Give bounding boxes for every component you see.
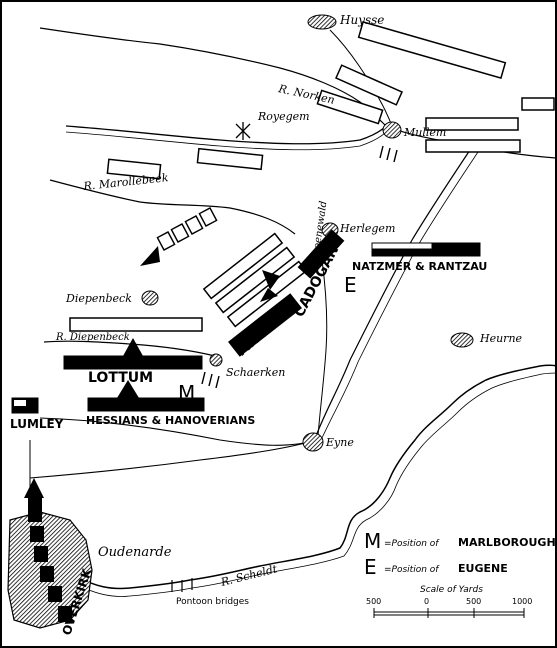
legend-e-letter: E [364, 555, 377, 579]
river-norken [39, 27, 387, 127]
overkirk-column [24, 478, 72, 622]
village-heurne [450, 332, 474, 348]
road-royegem-b [65, 131, 387, 151]
label-oudenarde: Oudenarde [98, 545, 172, 560]
french-retreat-arrow [140, 207, 218, 266]
road-mullem-eyne-b [321, 151, 479, 439]
label-heurne: Heurne [479, 332, 523, 345]
scale-tick-0: 500 [366, 597, 381, 606]
village-diepenbeck [141, 290, 159, 306]
marker-eugene: E [344, 273, 357, 297]
label-mullem: Mullem [403, 126, 446, 139]
legend: M =Position of MARLBOROUGH E =Position o… [364, 529, 556, 579]
scale-tick-3: 1000 [512, 597, 532, 606]
label-lottum: LOTTUM [88, 370, 153, 386]
road-royegem [65, 125, 387, 145]
legend-e-name: EUGENE [458, 562, 508, 575]
label-huysse: Huysse [339, 13, 384, 27]
scale-bar: Scale of Yards 500 0 500 1000 [366, 585, 532, 618]
natzmer-notch [371, 242, 433, 250]
label-lumley: LUMLEY [10, 417, 64, 431]
tree-icon [379, 145, 398, 163]
tree-icon-schaerken [201, 371, 220, 389]
legend-m-name: MARLBOROUGH [458, 536, 556, 549]
village-huysse [307, 14, 337, 30]
french-formations [69, 20, 555, 332]
label-diepenbeck: Diepenbeck [65, 292, 132, 305]
river-marollebeek [49, 179, 296, 235]
marker-marlborough: M [178, 381, 195, 405]
label-river-diepenbeck: R. Diepenbeck [55, 332, 130, 343]
allied-arrows [117, 270, 280, 398]
road-herlegem [317, 259, 328, 437]
label-pontoon: Pontoon bridges [176, 597, 249, 607]
label-royegem: Royegem [257, 110, 310, 123]
label-river-norken: R. Norken [276, 82, 335, 107]
village-schaerken [209, 353, 223, 367]
legend-m-letter: M [364, 529, 381, 553]
scale-title: Scale of Yards [420, 585, 483, 595]
road-eyne-north [39, 417, 317, 446]
scale-tick-2: 500 [466, 597, 481, 606]
mill-icon [235, 122, 251, 140]
label-river-scheldt: R. Scheldt [219, 562, 280, 589]
road-mullem-eyne [315, 149, 471, 437]
lumley-notch [14, 400, 26, 406]
pontoon-bridges [171, 578, 193, 592]
scale-tick-1: 0 [424, 597, 429, 606]
village-eyne [302, 432, 324, 452]
road-eyne-oudenarde [29, 439, 317, 479]
label-natzmer: NATZMER & RANTZAU [352, 260, 487, 273]
river-scheldt-bank [19, 372, 557, 597]
river-scheldt [19, 364, 557, 590]
label-eyne: Eyne [325, 436, 354, 449]
village-mullem [382, 121, 402, 139]
label-herlegem: Herlegem [339, 222, 395, 235]
legend-e-prefix: =Position of [384, 565, 440, 575]
label-schaerken: Schaerken [226, 366, 285, 379]
label-hessians: HESSIANS & HANOVERIANS [86, 414, 255, 427]
legend-m-prefix: =Position of [384, 539, 440, 549]
